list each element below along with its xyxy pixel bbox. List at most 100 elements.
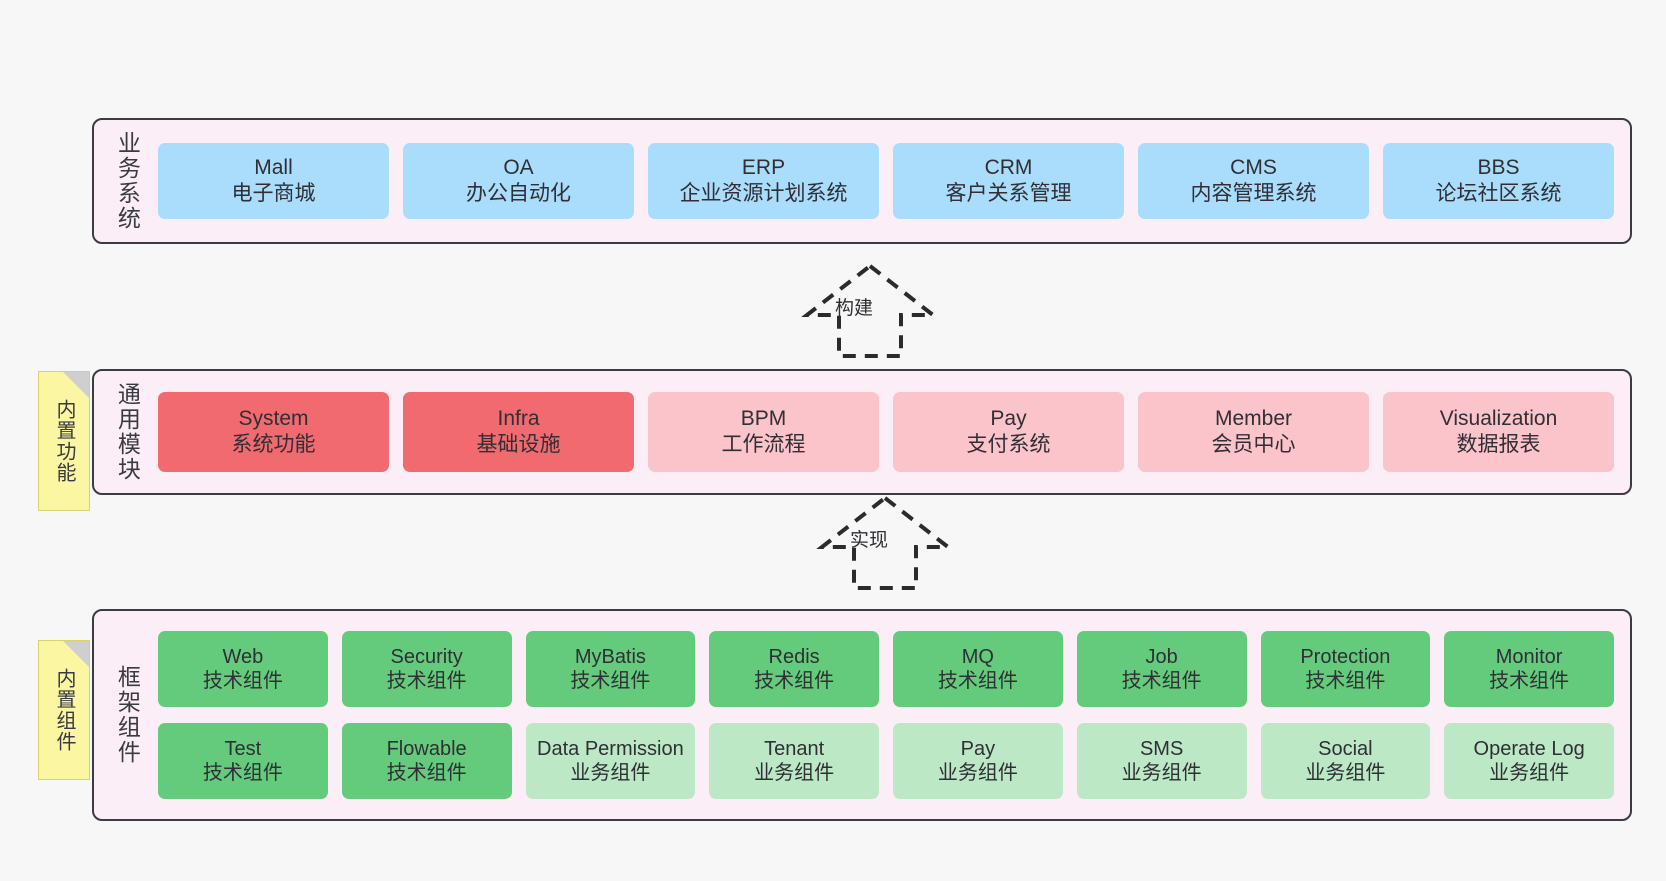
- card-erp-en: ERP: [741, 156, 786, 180]
- card-security[interactable]: Security 技术组件: [341, 631, 512, 707]
- layer-common-modules-title: 通用模块: [114, 382, 141, 482]
- card-pay-module-cn: 支付系统: [966, 433, 1051, 456]
- card-job-en: Job: [1145, 645, 1178, 668]
- card-sms-en: SMS: [1139, 737, 1184, 760]
- connector-build-label: 构建: [835, 298, 874, 319]
- card-visualization-cn: 数据报表: [1456, 433, 1541, 456]
- card-visualization-en: Visualization: [1439, 407, 1558, 431]
- card-system-en: System: [238, 407, 309, 431]
- card-oa-en: OA: [503, 156, 534, 180]
- card-bbs[interactable]: BBS 论坛社区系统: [1383, 143, 1614, 219]
- card-social-en: Social: [1318, 737, 1373, 760]
- note-builtin-components: 内置组件: [38, 640, 90, 780]
- card-cms-en: CMS: [1230, 156, 1277, 180]
- card-web-en: Web: [222, 645, 264, 668]
- card-mq[interactable]: MQ 技术组件: [893, 631, 1063, 707]
- card-mybatis-cn: 技术组件: [570, 670, 651, 692]
- card-bbs-cn: 论坛社区系统: [1435, 182, 1562, 205]
- card-data-permission-cn: 业务组件: [570, 762, 651, 784]
- card-bpm-cn: 工作流程: [721, 433, 806, 456]
- card-cms-cn: 内容管理系统: [1190, 182, 1317, 205]
- card-redis[interactable]: Redis 技术组件: [709, 631, 879, 707]
- card-tenant[interactable]: Tenant 业务组件: [709, 723, 879, 799]
- card-member-en: Member: [1214, 407, 1293, 431]
- card-security-en: Security: [390, 645, 463, 668]
- card-pay-component[interactable]: Pay 业务组件: [893, 723, 1063, 799]
- card-job[interactable]: Job 技术组件: [1076, 631, 1247, 707]
- card-crm[interactable]: CRM 客户关系管理: [893, 143, 1124, 219]
- card-protection[interactable]: Protection 技术组件: [1260, 631, 1431, 707]
- framework-row-business: Test 技术组件 Flowable 技术组件 Data Permission …: [158, 723, 1614, 799]
- card-operate-log[interactable]: Operate Log 业务组件: [1444, 723, 1614, 799]
- card-test-cn: 技术组件: [202, 762, 283, 784]
- card-infra-cn: 基础设施: [476, 433, 561, 456]
- card-redis-cn: 技术组件: [754, 670, 835, 692]
- layer-framework-components-title: 框架组件: [114, 665, 141, 765]
- card-redis-en: Redis: [768, 645, 820, 668]
- card-infra[interactable]: Infra 基础设施: [403, 392, 634, 472]
- layer-common-modules-cards: System 系统功能 Infra 基础设施 BPM 工作流程 Pay 支付系统…: [150, 371, 1630, 493]
- card-system[interactable]: System 系统功能: [158, 392, 389, 472]
- card-mall-en: Mall: [254, 156, 293, 180]
- card-mall-cn: 电子商城: [231, 182, 316, 205]
- card-visualization[interactable]: Visualization 数据报表: [1383, 392, 1614, 472]
- layer-common-modules: 通用模块 System 系统功能 Infra 基础设施 BPM 工作流程 Pay…: [92, 369, 1632, 495]
- card-member-cn: 会员中心: [1211, 433, 1296, 456]
- card-monitor-en: Monitor: [1495, 645, 1563, 668]
- card-flowable[interactable]: Flowable 技术组件: [341, 723, 512, 799]
- card-bpm[interactable]: BPM 工作流程: [648, 392, 879, 472]
- note-builtin-components-label: 内置组件: [53, 668, 75, 752]
- card-social[interactable]: Social 业务组件: [1260, 723, 1431, 799]
- card-mybatis-en: MyBatis: [574, 645, 646, 668]
- card-mybatis[interactable]: MyBatis 技术组件: [525, 631, 696, 707]
- card-monitor-cn: 技术组件: [1489, 670, 1570, 692]
- card-social-cn: 业务组件: [1305, 762, 1386, 784]
- card-system-cn: 系统功能: [231, 433, 316, 456]
- card-bpm-en: BPM: [740, 407, 787, 431]
- layer-framework-components: 框架组件 Web 技术组件 Security 技术组件 MyBatis 技术组件…: [92, 609, 1632, 821]
- card-bbs-en: BBS: [1477, 156, 1520, 180]
- card-erp-cn: 企业资源计划系统: [679, 182, 848, 205]
- card-operate-log-cn: 业务组件: [1489, 762, 1570, 784]
- card-infra-en: Infra: [497, 407, 540, 431]
- card-security-cn: 技术组件: [386, 670, 467, 692]
- card-job-cn: 技术组件: [1121, 670, 1202, 692]
- card-tenant-en: Tenant: [764, 737, 825, 760]
- card-web[interactable]: Web 技术组件: [158, 631, 328, 707]
- layer-business-systems: 业务系统 Mall 电子商城 OA 办公自动化 ERP 企业资源计划系统 CRM…: [92, 118, 1632, 244]
- card-cms[interactable]: CMS 内容管理系统: [1138, 143, 1369, 219]
- card-oa[interactable]: OA 办公自动化: [403, 143, 634, 219]
- card-data-permission-en: Data Permission: [537, 737, 684, 760]
- card-monitor[interactable]: Monitor 技术组件: [1444, 631, 1614, 707]
- card-test-en: Test: [224, 737, 262, 760]
- layer-business-systems-title: 业务系统: [114, 131, 141, 231]
- card-pay-module-en: Pay: [990, 407, 1027, 431]
- connector-implement-label: 实现: [850, 530, 889, 551]
- card-mq-cn: 技术组件: [937, 670, 1018, 692]
- card-flowable-cn: 技术组件: [386, 762, 467, 784]
- card-member[interactable]: Member 会员中心: [1138, 392, 1369, 472]
- card-data-permission[interactable]: Data Permission 业务组件: [525, 723, 696, 799]
- card-oa-cn: 办公自动化: [466, 182, 571, 205]
- card-protection-en: Protection: [1300, 645, 1391, 668]
- note-builtin-functions-label: 内置功能: [53, 399, 75, 483]
- card-pay-component-cn: 业务组件: [937, 762, 1018, 784]
- layer-framework-components-cards: Web 技术组件 Security 技术组件 MyBatis 技术组件 Redi…: [150, 611, 1630, 819]
- card-tenant-cn: 业务组件: [754, 762, 835, 784]
- card-pay-component-en: Pay: [960, 737, 996, 760]
- card-sms[interactable]: SMS 业务组件: [1076, 723, 1247, 799]
- card-web-cn: 技术组件: [202, 670, 283, 692]
- card-protection-cn: 技术组件: [1305, 670, 1386, 692]
- card-mall[interactable]: Mall 电子商城: [158, 143, 389, 219]
- card-erp[interactable]: ERP 企业资源计划系统: [648, 143, 879, 219]
- card-sms-cn: 业务组件: [1121, 762, 1202, 784]
- card-crm-cn: 客户关系管理: [945, 182, 1072, 205]
- card-crm-en: CRM: [984, 156, 1033, 180]
- card-mq-en: MQ: [961, 645, 994, 668]
- card-flowable-en: Flowable: [386, 737, 467, 760]
- card-test[interactable]: Test 技术组件: [158, 723, 328, 799]
- layer-business-systems-cards: Mall 电子商城 OA 办公自动化 ERP 企业资源计划系统 CRM 客户关系…: [150, 120, 1630, 242]
- card-pay-module[interactable]: Pay 支付系统: [893, 392, 1124, 472]
- card-operate-log-en: Operate Log: [1473, 737, 1585, 760]
- note-builtin-functions: 内置功能: [38, 371, 90, 511]
